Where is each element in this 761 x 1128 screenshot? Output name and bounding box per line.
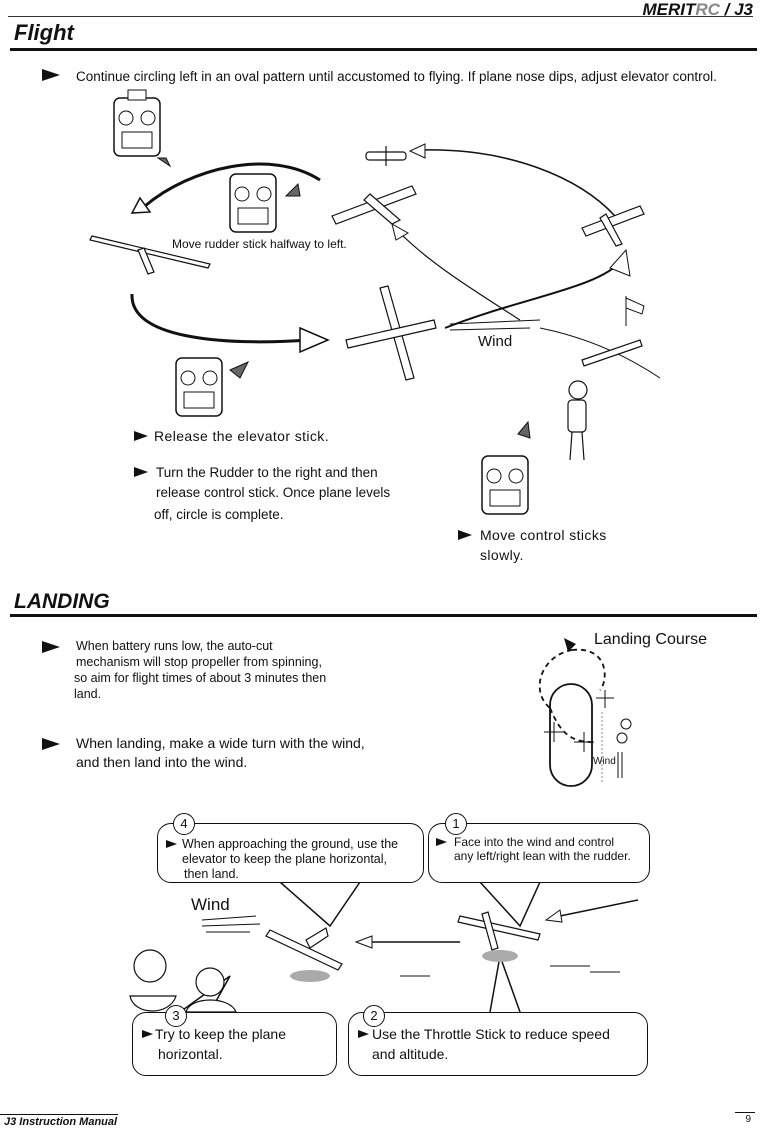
step-2-line-2: and altitude. xyxy=(372,1046,449,1062)
landing-course-diagram xyxy=(538,638,632,787)
landing-rule xyxy=(10,614,757,617)
plane-icon xyxy=(596,690,614,708)
step-2-line-1: Use the Throttle Stick to reduce speed xyxy=(372,1026,610,1042)
battery-line-4: land. xyxy=(74,687,102,701)
landing-scene-illustration xyxy=(129,881,639,1013)
plane-icon xyxy=(457,911,541,951)
bullet-icon xyxy=(358,1030,369,1038)
battery-line-1: When battery runs low, the auto-cut xyxy=(76,639,273,653)
transmitter-icon xyxy=(175,357,223,417)
plane-icon xyxy=(581,205,645,247)
step-1-line-1: Face into the wind and control xyxy=(454,835,615,849)
plane-icon xyxy=(574,732,594,752)
move-sticks-line-1: Move control sticks xyxy=(480,527,607,543)
step-3-line-1: Try to keep the plane xyxy=(155,1026,287,1042)
page-number: 9 xyxy=(735,1112,755,1125)
transmitter-icon xyxy=(113,89,161,157)
brand-rc: RC xyxy=(695,0,720,19)
pilot-icon xyxy=(129,949,177,1012)
step-3-number: 3 xyxy=(165,1005,187,1027)
step-1-callout xyxy=(428,823,650,883)
landing-course-title: Landing Course xyxy=(594,631,707,648)
footer-manual-title: J3 Instruction Manual xyxy=(4,1116,118,1128)
plane-icon xyxy=(365,146,407,166)
step-4-number: 4 xyxy=(173,813,195,835)
brand-header: MERITRC / J3 xyxy=(642,0,753,20)
bullet-icon xyxy=(42,641,60,653)
turn-line-2: and then land into the wind. xyxy=(76,754,248,770)
windsock-icon xyxy=(625,296,645,326)
flight-intro: Continue circling left in an oval patter… xyxy=(76,69,717,84)
bullet-icon xyxy=(42,738,60,750)
step-4-line-1: When approaching the ground, use the xyxy=(182,837,399,851)
bullet-icon xyxy=(142,1030,153,1038)
brand-model: / J3 xyxy=(719,0,753,19)
flight-title: Flight xyxy=(14,20,74,45)
plane-icon xyxy=(345,285,437,381)
step-4-line-2: elevator to keep the plane horizontal, xyxy=(182,852,387,866)
course-wind-label: Wind xyxy=(593,756,616,767)
flight-pattern-illustration xyxy=(89,89,661,515)
turn-rudder-line-1: Turn the Rudder to the right and then xyxy=(156,465,378,480)
step-4-line-3: then land. xyxy=(184,867,239,881)
battery-line-3: so aim for flight times of about 3 minut… xyxy=(74,671,327,685)
step-4-callout xyxy=(157,823,424,883)
header-line xyxy=(8,16,753,17)
landing-title: LANDING xyxy=(14,590,110,613)
battery-line-2: mechanism will stop propeller from spinn… xyxy=(76,655,322,669)
brand-main: MERIT xyxy=(642,0,696,19)
plane-icon xyxy=(331,185,417,225)
step-3-line-2: horizontal. xyxy=(158,1046,223,1062)
step-1-line-2: any left/right lean with the rudder. xyxy=(454,849,631,863)
move-sticks-line-2: slowly. xyxy=(480,547,524,563)
plane-icon xyxy=(581,339,643,367)
step-2-number: 2 xyxy=(363,1005,385,1027)
plane-icon xyxy=(265,927,343,971)
bullet-icon xyxy=(436,838,447,846)
turn-rudder-line-3: off, circle is complete. xyxy=(154,507,284,522)
plane-icon xyxy=(544,722,564,742)
bullet-icon xyxy=(458,530,472,540)
release-elevator-text: Release the elevator stick. xyxy=(154,428,329,444)
step-3-callout xyxy=(132,1012,337,1076)
plane-icon xyxy=(89,235,211,275)
spectator-icon xyxy=(185,967,237,1013)
bullet-icon xyxy=(134,467,148,477)
step-2-callout xyxy=(348,1012,648,1076)
bullet-icon xyxy=(134,431,148,441)
bullet-icon xyxy=(166,840,177,848)
step-1-number: 1 xyxy=(445,813,467,835)
transmitter-icon xyxy=(481,455,529,515)
footer-line xyxy=(0,1114,118,1115)
turn-rudder-line-2: release control stick. Once plane levels xyxy=(156,485,391,500)
bullet-icon xyxy=(42,69,60,81)
flight-rule xyxy=(10,48,757,51)
landing-wind-label: Wind xyxy=(191,895,230,914)
flight-wind-label: Wind xyxy=(478,333,513,350)
transmitter-icon xyxy=(229,173,277,233)
pilot-icon xyxy=(567,380,588,461)
rudder-note: Move rudder stick halfway to left. xyxy=(172,237,347,251)
turn-line-1: When landing, make a wide turn with the … xyxy=(76,735,365,751)
